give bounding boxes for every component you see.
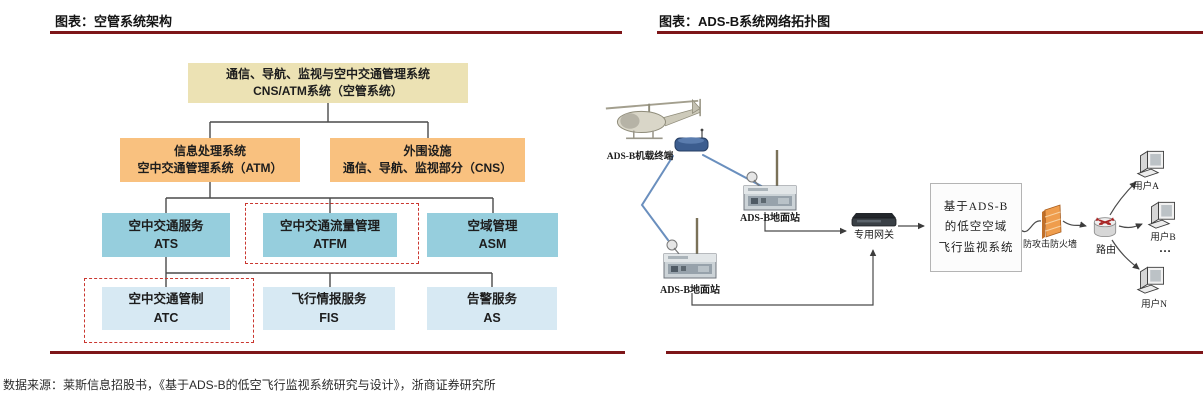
node-as: 告警服务 AS: [427, 287, 557, 330]
node-label: 空中交通服务: [128, 218, 204, 233]
helicopter-icon: [597, 96, 709, 151]
node-ats: 空中交通服务 ATS: [102, 213, 230, 257]
node-label: 空域管理: [467, 218, 518, 233]
router-icon: [1091, 214, 1119, 247]
user-b-label: 用户B: [1150, 233, 1176, 243]
atfm-highlight-box: [245, 203, 419, 264]
node-atc: 空中交通管制 ATC: [102, 287, 230, 330]
node-fis: 飞行情报服务 FIS: [263, 287, 395, 330]
node-label: 空中交通管理系统（ATM）: [137, 161, 283, 175]
node-cns-atm-root: 通信、导航、监视与空中交通管理系统 CNS/ATM系统（空管系统）: [188, 63, 468, 103]
atc-highlight-box: [84, 278, 254, 343]
firewall-label: 防攻击防火墙: [1022, 239, 1077, 249]
left-chart-title: 图表：空管系统架构: [55, 14, 173, 29]
user-n-label: 用户N: [1141, 300, 1167, 310]
node-label: 外围设施: [403, 143, 452, 158]
user-computer-icon: [1136, 146, 1168, 183]
node-label: 飞行情报服务: [291, 292, 367, 307]
system-label-line: 的低空空域: [944, 221, 1008, 234]
right-header-rule: [657, 31, 1203, 34]
node-label: ASM: [478, 237, 507, 251]
adsb-airborne-terminal-icon: [673, 128, 711, 159]
ground-station-1-label: ADS-B地面站: [739, 213, 800, 224]
router-label: 路由: [1096, 245, 1116, 256]
node-label: 通信、导航、监视与空中交通管理系统: [225, 66, 430, 81]
node-atm: 信息处理系统 空中交通管理系统（ATM）: [120, 138, 300, 182]
firewall-icon: [1039, 203, 1063, 246]
user-computer-icon: [1147, 197, 1179, 234]
node-label: ATC: [153, 310, 179, 325]
right-footer-rule: [666, 351, 1203, 354]
node-label: CNS/ATM系统（空管系统）: [253, 84, 403, 98]
node-asm: 空域管理 ASM: [427, 213, 558, 257]
right-chart-title: 图表：ADS-B系统网络拓扑图: [659, 14, 831, 29]
gateway-label: 专用网关: [854, 230, 894, 241]
node-label: 信息处理系统: [173, 143, 246, 158]
left-header-rule: [50, 31, 622, 34]
users-ellipsis: …: [1159, 241, 1171, 255]
ground-station-2-label: ADS-B地面站: [659, 285, 720, 296]
gateway-icon: [850, 211, 898, 234]
user-computer-icon: [1136, 262, 1168, 299]
node-label: ATS: [153, 237, 179, 251]
node-label: 空中交通管制: [128, 292, 204, 307]
source-note: 数据来源：莱斯信息招股书，《基于ADS-B的低空飞行监视系统研究与设计》，浙商证…: [3, 378, 496, 392]
node-label: 告警服务: [466, 292, 517, 307]
node-label: 通信、导航、监视部分（CNS）: [342, 161, 513, 175]
system-label-line: 飞行监视系统: [938, 241, 1014, 254]
left-footer-rule: [50, 351, 625, 354]
user-a-label: 用户A: [1133, 182, 1159, 192]
node-cns: 外围设施 通信、导航、监视部分（CNS）: [330, 138, 525, 182]
adsb-ground-station-2-icon: [662, 238, 718, 285]
node-surveillance-system: 基于ADS-B 的低空空域 飞行监视系统: [930, 183, 1022, 272]
node-label: AS: [483, 310, 501, 325]
node-label: FIS: [319, 310, 339, 325]
system-label-line: 基于ADS-B: [943, 201, 1009, 214]
airborne-terminal-label: ADS-B机载终端: [606, 152, 674, 162]
